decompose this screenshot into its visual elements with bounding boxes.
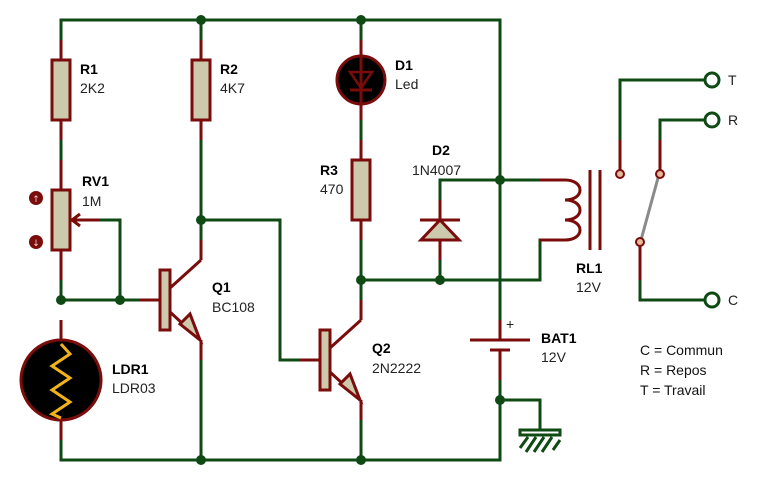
potentiometer-rv1[interactable] bbox=[50, 160, 100, 280]
relay-rl1[interactable] bbox=[540, 140, 665, 280]
diode-d2[interactable] bbox=[417, 200, 463, 260]
arrow-up-icon[interactable] bbox=[29, 191, 43, 205]
junction-dot bbox=[196, 455, 206, 465]
led-diode-icon bbox=[347, 70, 375, 91]
junction-dot bbox=[56, 295, 66, 305]
terminal-r[interactable]: R bbox=[703, 111, 738, 129]
terminal-t[interactable]: T bbox=[703, 71, 737, 89]
r3-value: 470 bbox=[320, 181, 344, 197]
ldr-ldr1[interactable] bbox=[19, 320, 103, 440]
ldr-zigzag-icon bbox=[48, 342, 73, 420]
resistor-r1[interactable] bbox=[50, 40, 72, 140]
r1-ref: R1 bbox=[80, 61, 98, 77]
junction-dot bbox=[196, 15, 206, 25]
resistor-r2[interactable] bbox=[190, 40, 212, 140]
rv1-ref: RV1 bbox=[82, 173, 109, 189]
contact-pin bbox=[655, 169, 665, 179]
led-d1[interactable] bbox=[335, 40, 387, 120]
transistor-q2[interactable] bbox=[300, 300, 364, 420]
svg-text:T: T bbox=[728, 72, 737, 88]
transistor-q1[interactable] bbox=[140, 240, 204, 360]
ldr1-ref: LDR1 bbox=[112, 361, 149, 377]
bat1-value: 12V bbox=[541, 349, 567, 365]
emitter-arrow-icon bbox=[177, 311, 204, 345]
svg-text:C: C bbox=[728, 292, 738, 308]
contact-pin bbox=[615, 169, 625, 179]
q2-ref: Q2 bbox=[372, 340, 391, 356]
r3-ref: R3 bbox=[320, 162, 338, 178]
r2-ref: R2 bbox=[220, 61, 238, 77]
d2-ref: D2 bbox=[432, 142, 450, 158]
svg-text:+: + bbox=[506, 316, 514, 332]
rv1-value: 1M bbox=[82, 193, 101, 209]
legend-line: T = Travail bbox=[640, 382, 706, 398]
legend-line: R = Repos bbox=[640, 362, 707, 378]
junction-dot bbox=[115, 295, 125, 305]
junction-dot bbox=[495, 395, 505, 405]
q1-ref: Q1 bbox=[212, 279, 231, 295]
legend-line: C = Commun bbox=[640, 342, 723, 358]
rl1-value: 12V bbox=[576, 279, 602, 295]
svg-text:R: R bbox=[728, 112, 738, 128]
resistor-r3[interactable] bbox=[350, 140, 372, 240]
junction-dot bbox=[196, 215, 206, 225]
q1-value: BC108 bbox=[212, 299, 255, 315]
d2-value: 1N4007 bbox=[412, 162, 461, 178]
bat1-ref: BAT1 bbox=[541, 330, 577, 346]
svg-text:↓: ↓ bbox=[32, 239, 40, 249]
junction-dot bbox=[435, 275, 445, 285]
svg-text:↑: ↑ bbox=[32, 195, 40, 205]
arrow-down-icon[interactable] bbox=[29, 235, 43, 249]
terminal-legend: C = Commun R = Repos T = Travail bbox=[640, 342, 723, 398]
rv1-increase-button[interactable]: ↑ bbox=[29, 191, 43, 205]
contact-pin bbox=[635, 237, 645, 247]
rl1-ref: RL1 bbox=[576, 260, 603, 276]
emitter-arrow-icon bbox=[337, 371, 364, 405]
junction-dot bbox=[356, 275, 366, 285]
junction-dot bbox=[356, 455, 366, 465]
relay-coil-icon bbox=[564, 178, 582, 242]
d1-value: Led bbox=[395, 76, 418, 92]
top-rail-wire bbox=[59, 18, 502, 180]
ldr1-value: LDR03 bbox=[112, 380, 156, 396]
component-labels: R1 2K2 R2 4K7 R3 470 RV1 1M LDR1 LDR03 Q… bbox=[80, 57, 603, 396]
r1-value: 2K2 bbox=[80, 80, 105, 96]
d1-ref: D1 bbox=[395, 57, 413, 73]
junctions bbox=[56, 15, 505, 465]
battery-bat1[interactable]: + bbox=[470, 316, 530, 380]
wires bbox=[59, 18, 714, 462]
rv1-decrease-button[interactable]: ↓ bbox=[29, 235, 43, 249]
junction-dot bbox=[495, 175, 505, 185]
ground-symbol bbox=[518, 428, 562, 453]
relay-switch-arm bbox=[639, 177, 660, 241]
terminal-c[interactable]: C bbox=[703, 291, 738, 309]
junction-dot bbox=[356, 15, 366, 25]
r2-value: 4K7 bbox=[220, 80, 245, 96]
q2-value: 2N2222 bbox=[372, 360, 421, 376]
